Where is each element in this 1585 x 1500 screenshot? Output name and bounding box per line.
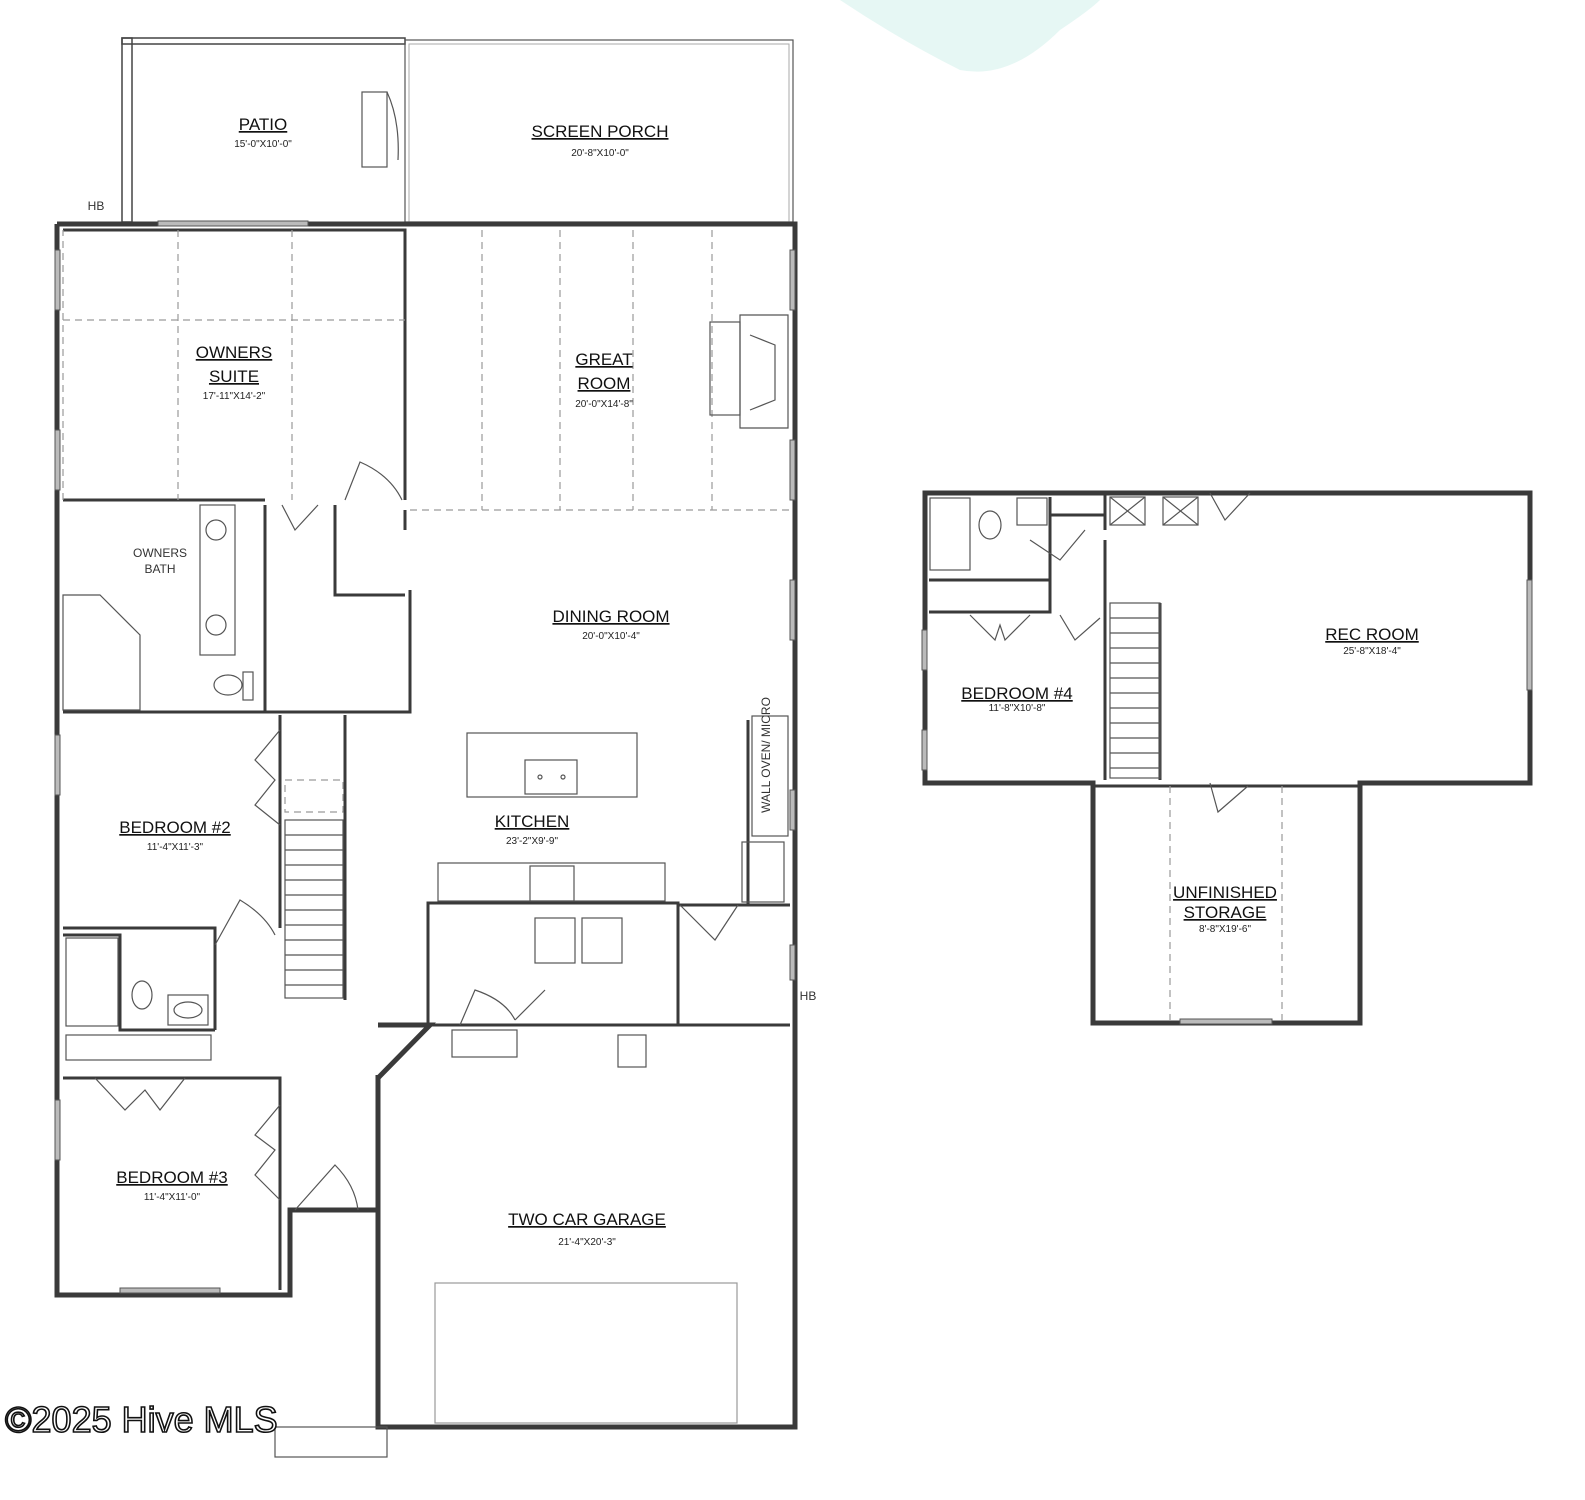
room-name: BEDROOM #4 xyxy=(961,684,1072,703)
door-swings xyxy=(94,461,739,1211)
owners-bath-fixtures xyxy=(62,504,254,711)
kitchen-island xyxy=(466,732,638,798)
windows xyxy=(54,220,796,1294)
decorative-splash xyxy=(840,0,1100,72)
upper-stairs xyxy=(1109,602,1161,779)
room-name: UNFINISHED xyxy=(1173,883,1277,902)
hose-bib-label: HB xyxy=(88,199,105,213)
room-name: KITCHEN xyxy=(495,812,570,831)
window xyxy=(921,629,928,671)
room-size: 20'-0"X14'-8" xyxy=(575,399,633,410)
room-size: 11'-4"X11'-0" xyxy=(144,1192,201,1203)
room-size: 8'-8"X19'-6" xyxy=(1199,924,1252,935)
fireplace xyxy=(709,314,789,429)
room-name: GREAT xyxy=(575,350,632,369)
hose-bib-label: HB xyxy=(800,989,817,1003)
room-name: BEDROOM #3 xyxy=(116,1168,227,1187)
upper-door-swings xyxy=(969,492,1251,814)
wall-oven-label: WALL OVEN/ MICRO xyxy=(759,697,773,813)
room-size: 20'-8"X10'-0" xyxy=(571,148,629,159)
storage-dashed-lines xyxy=(1169,786,1283,1020)
room-name: OWNERS xyxy=(196,343,273,362)
bath2-fixtures xyxy=(65,937,212,1061)
room-name: SCREEN PORCH xyxy=(532,122,669,141)
room-labels: PATIO 15'-0"X10'-0" SCREEN PORCH 20'-8"X… xyxy=(116,115,1418,1248)
room-name: PATIO xyxy=(239,115,288,134)
main-stairs xyxy=(284,779,344,999)
room-size: 15'-0"X10'-0" xyxy=(234,139,292,150)
room-name: STORAGE xyxy=(1184,903,1267,922)
room-name: TWO CAR GARAGE xyxy=(508,1210,666,1229)
room-name: BEDROOM #2 xyxy=(119,818,230,837)
room-name: SUITE xyxy=(209,367,259,386)
ceiling-lines xyxy=(62,230,790,511)
room-size: 11'-4"X11'-3" xyxy=(147,842,204,853)
room-size: 11'-8"X10'-8" xyxy=(989,703,1046,714)
room-name: OWNERS xyxy=(133,546,187,560)
room-size: 17'-11"X14'-2" xyxy=(203,391,266,402)
room-size: 25'-8"X18'-4" xyxy=(1343,646,1401,657)
interior-walls xyxy=(63,228,790,1290)
room-name: DINING ROOM xyxy=(552,607,669,626)
room-size: 20'-0"X10'-4" xyxy=(582,631,640,642)
window xyxy=(921,729,928,771)
room-size: 21'-4"X20'-3" xyxy=(558,1237,616,1248)
garage-door xyxy=(274,1029,738,1458)
storage-window xyxy=(1179,1018,1273,1025)
room-name: BATH xyxy=(144,562,175,576)
room-name: REC ROOM xyxy=(1325,625,1419,644)
watermark: ©2025 Hive MLS xyxy=(5,1399,278,1440)
room-name: ROOM xyxy=(578,374,631,393)
window xyxy=(1526,579,1533,691)
upper-exterior-wall xyxy=(922,490,1533,1026)
upper-bath-fixtures xyxy=(929,496,1199,571)
kitchen-counter xyxy=(437,715,789,964)
room-size: 23'-2"X9'-9" xyxy=(506,836,559,847)
